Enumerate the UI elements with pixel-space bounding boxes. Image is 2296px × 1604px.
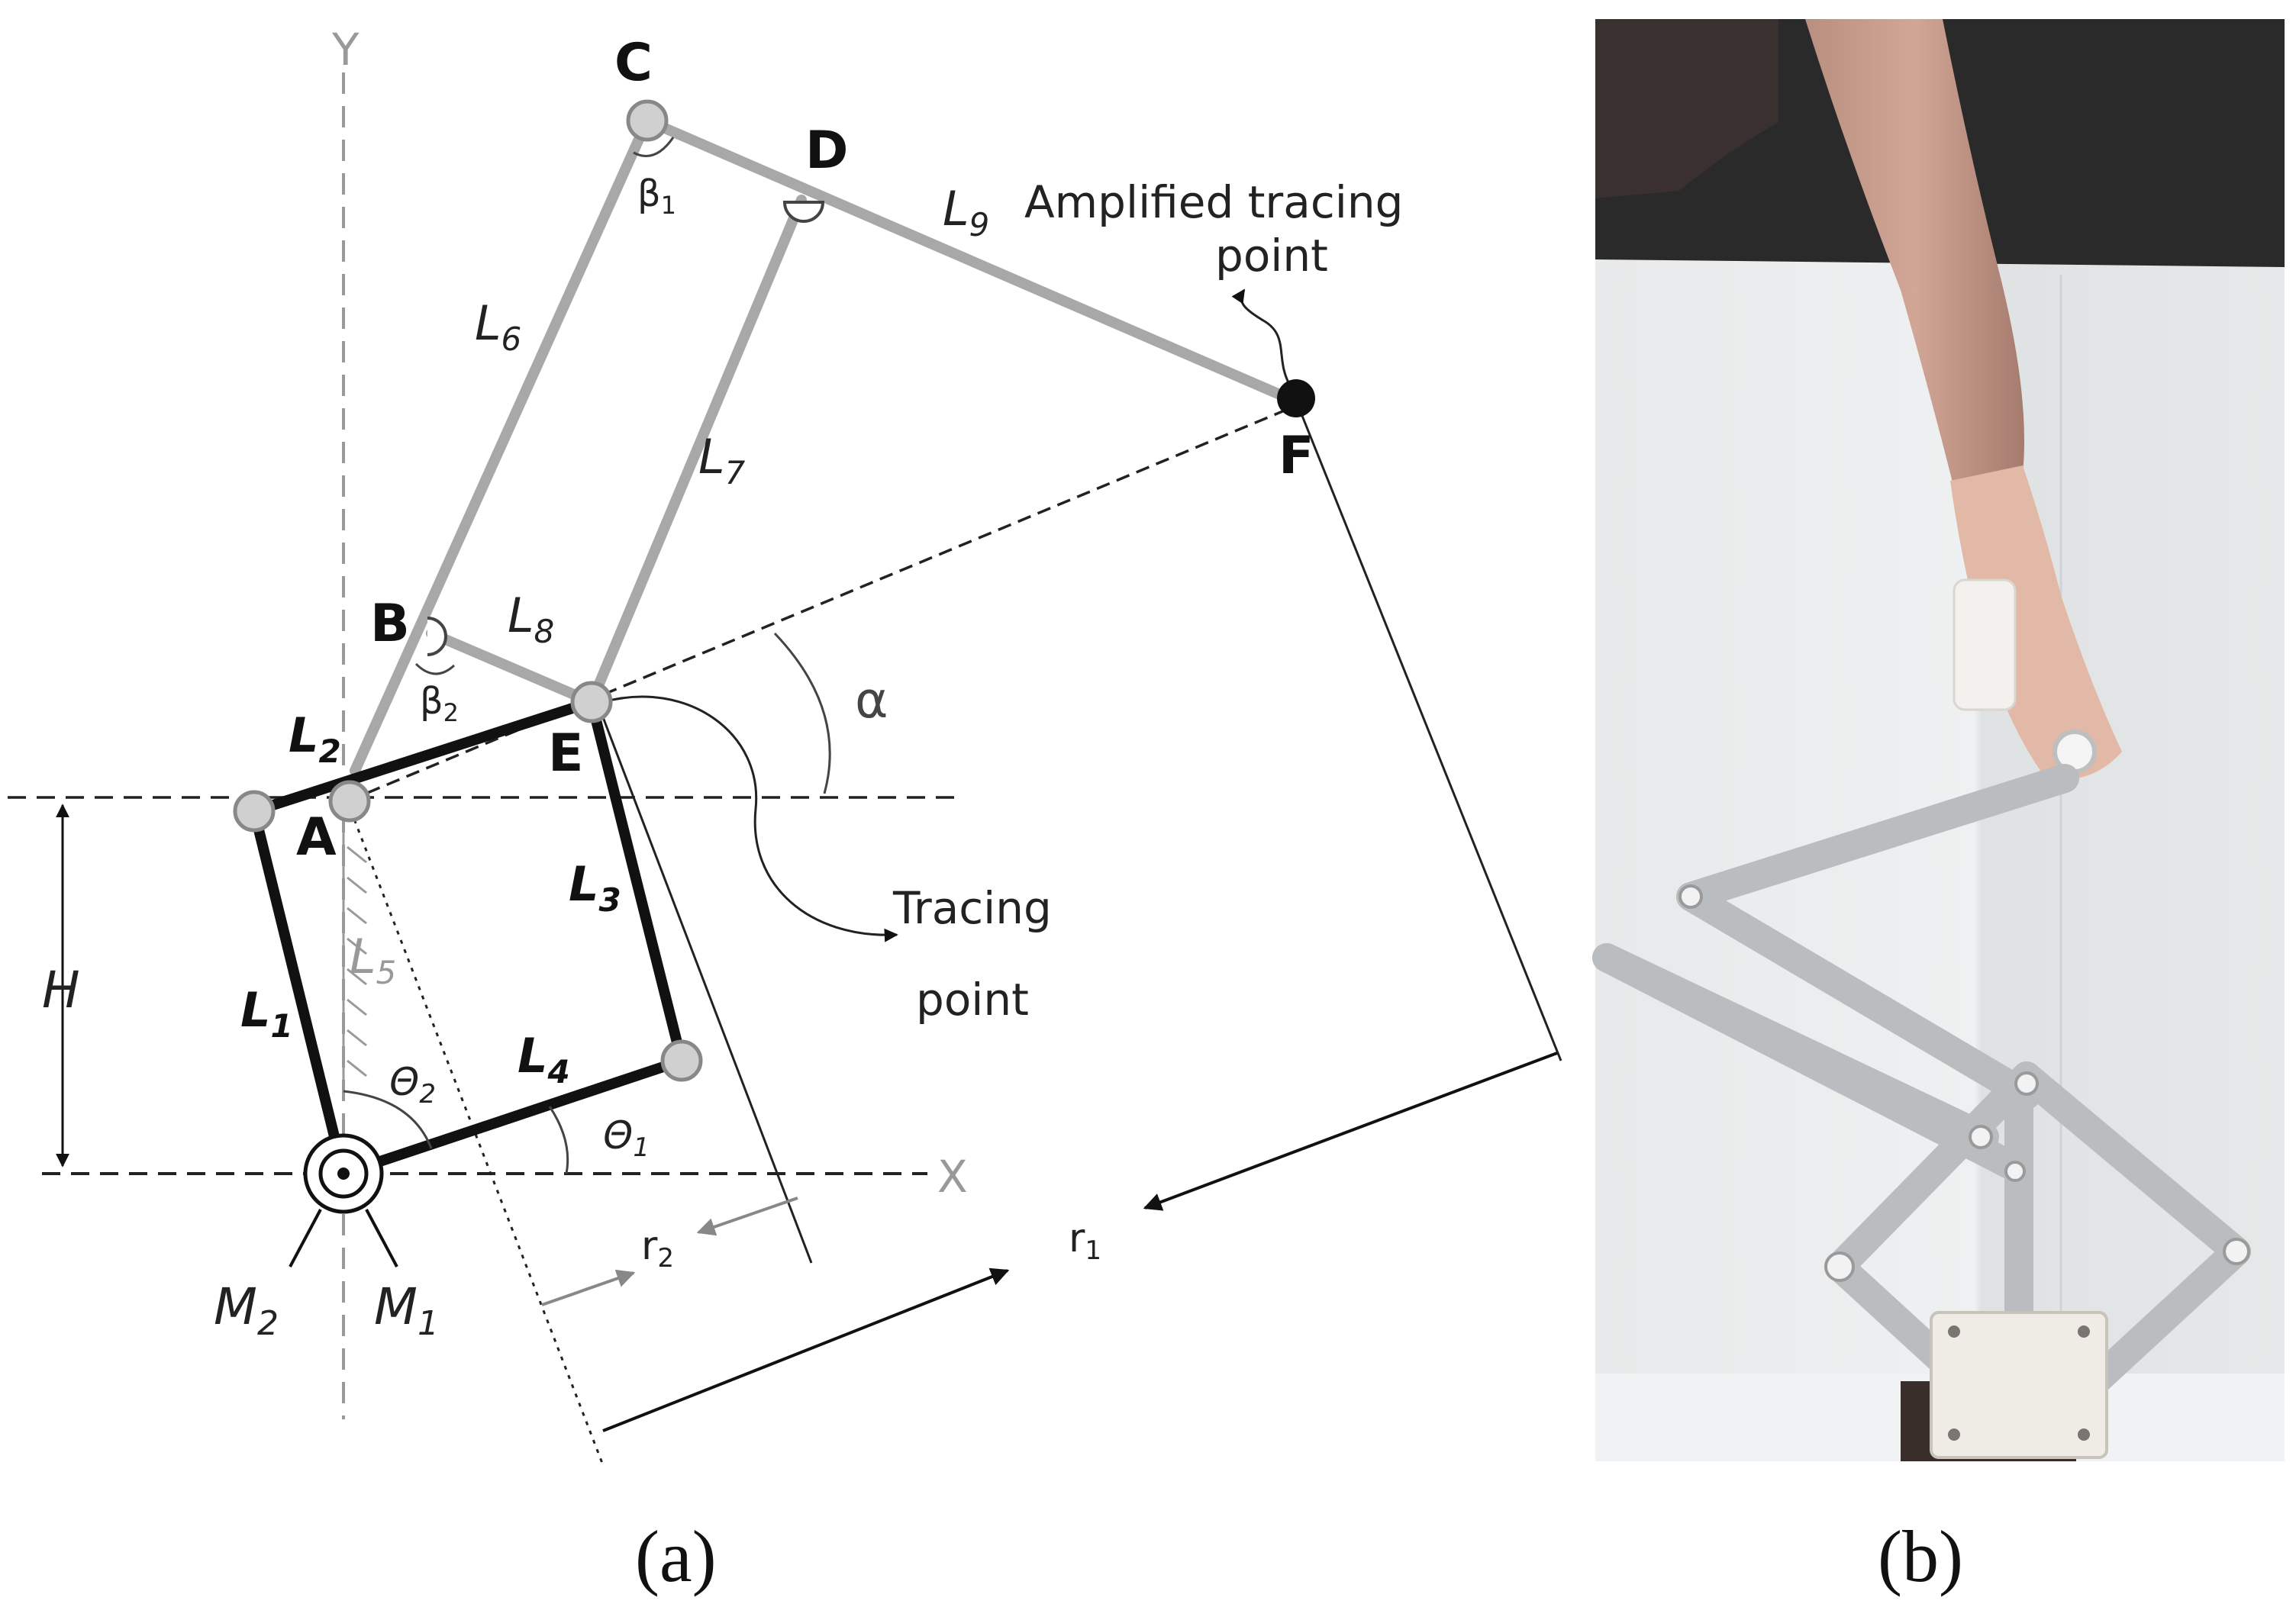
l5-hatching bbox=[342, 809, 367, 1099]
joint-a bbox=[328, 780, 371, 823]
label-beta2: β2 bbox=[420, 680, 459, 727]
point-a-label: A bbox=[296, 807, 337, 868]
amplified-tracing-label-line2: point bbox=[1215, 230, 1328, 282]
joint-f bbox=[1277, 379, 1315, 417]
point-b-label: B bbox=[370, 594, 410, 654]
r2-arrow-lower bbox=[541, 1269, 636, 1306]
photo-linkage-joints bbox=[1678, 884, 2250, 1282]
alpha-arc bbox=[773, 632, 831, 794]
label-l8: L8 bbox=[508, 588, 554, 650]
joint-b bbox=[427, 617, 447, 656]
photo-motor-housing bbox=[1930, 1311, 2108, 1459]
beta2-arc bbox=[414, 662, 456, 675]
point-c-label: C bbox=[614, 33, 653, 93]
link-l9 bbox=[642, 115, 1299, 406]
caption-b: (b) bbox=[1878, 1515, 1963, 1597]
theta2-arc bbox=[343, 1090, 433, 1149]
label-beta1: β1 bbox=[637, 172, 676, 220]
joint-d bbox=[782, 201, 825, 223]
tracing-point-label-line2: point bbox=[916, 974, 1029, 1026]
joint-e bbox=[570, 681, 613, 723]
tracing-point-label-line1: Tracing bbox=[892, 882, 1052, 934]
caption-a: (a) bbox=[635, 1515, 717, 1597]
label-theta1: Θ1 bbox=[603, 1113, 650, 1163]
point-e-label: E bbox=[548, 723, 583, 784]
label-theta2: Θ2 bbox=[389, 1060, 436, 1110]
link-l3 bbox=[586, 697, 687, 1066]
joint-c bbox=[626, 99, 669, 142]
label-h: H bbox=[42, 961, 80, 1019]
label-r1: r1 bbox=[1069, 1216, 1101, 1266]
panel-a-diagram: Y X C D B E A F L6 L7 L8 L9 L2 L3 L4 L1 … bbox=[8, 24, 1562, 1466]
joint-a-left bbox=[233, 790, 276, 833]
label-l1: L1 bbox=[240, 982, 293, 1045]
link-l8 bbox=[426, 628, 597, 707]
panel-b-photo bbox=[1592, 19, 2285, 1461]
photo-arm bbox=[1805, 19, 2024, 488]
beta1-arc bbox=[633, 137, 675, 157]
tracing-point-curve bbox=[602, 695, 898, 942]
label-m2: M2 bbox=[214, 1277, 279, 1343]
link-l1 bbox=[249, 806, 349, 1179]
joint-l3-l4 bbox=[660, 1039, 703, 1082]
link-l7 bbox=[586, 195, 807, 707]
photo-hand bbox=[1950, 465, 2122, 780]
label-l9: L9 bbox=[943, 181, 989, 243]
point-d-label: D bbox=[805, 121, 848, 181]
r1-reference-line bbox=[1295, 400, 1562, 1061]
axis-x-label: X bbox=[937, 1151, 968, 1203]
amplified-tracing-curve bbox=[1231, 288, 1292, 386]
label-l5: L5 bbox=[350, 929, 396, 991]
label-r2: r2 bbox=[641, 1223, 674, 1274]
label-l7: L7 bbox=[698, 429, 746, 491]
label-m1: M1 bbox=[374, 1277, 439, 1343]
photo-person-shoulder bbox=[1595, 19, 1778, 198]
link-l2 bbox=[249, 697, 597, 816]
label-l3: L3 bbox=[569, 856, 621, 919]
motor-base bbox=[289, 1133, 398, 1267]
amplified-tracing-label-line1: Amplified tracing bbox=[1024, 176, 1403, 228]
label-alpha: α bbox=[855, 671, 888, 730]
label-l4: L4 bbox=[518, 1028, 570, 1090]
label-l6: L6 bbox=[475, 295, 521, 358]
link-l4 bbox=[338, 1055, 687, 1179]
axis-y-label: Y bbox=[331, 24, 360, 76]
r1-arrow-lower bbox=[602, 1267, 1010, 1432]
point-f-label: F bbox=[1279, 426, 1314, 486]
link-l6 bbox=[350, 115, 653, 776]
label-l2: L2 bbox=[289, 707, 341, 770]
r2-reference-line bbox=[601, 717, 813, 1264]
theta1-arc bbox=[548, 1106, 569, 1174]
r2-arrow-upper bbox=[696, 1197, 798, 1236]
r1-arrow-upper bbox=[1143, 1052, 1558, 1211]
